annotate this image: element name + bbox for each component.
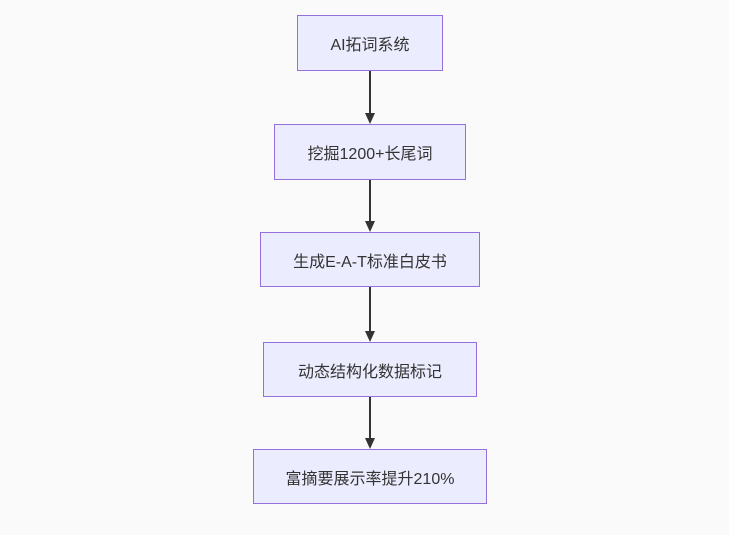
flowchart-node-rich-snippet-result: 富摘要展示率提升210%: [253, 449, 487, 504]
arrowhead-down-icon: [365, 221, 375, 232]
flowchart-arrow-1: [365, 71, 375, 124]
flowchart-node-longtail-mining: 挖掘1200+长尾词: [274, 124, 466, 180]
flowchart-node-ai-expansion: AI拓词系统: [297, 15, 443, 71]
node-label: 动态结构化数据标记: [297, 363, 442, 381]
node-label: 富摘要展示率提升210%: [285, 470, 455, 488]
flowchart-arrow-4: [365, 397, 375, 449]
arrow-line: [369, 180, 371, 221]
arrowhead-down-icon: [365, 331, 375, 342]
node-label: AI拓词系统: [330, 37, 410, 54]
arrowhead-down-icon: [365, 438, 375, 449]
node-label: 挖掘1200+长尾词: [307, 146, 433, 163]
flowchart-arrow-2: [365, 180, 375, 232]
flowchart-node-eat-whitepaper: 生成E-A-T标准白皮书: [260, 232, 480, 287]
arrowhead-down-icon: [365, 113, 375, 124]
arrow-line: [369, 287, 371, 331]
flowchart-arrow-3: [365, 287, 375, 342]
arrow-line: [369, 397, 371, 438]
flowchart-node-structured-data: 动态结构化数据标记: [263, 342, 477, 397]
node-label: 生成E-A-T标准白皮书: [293, 253, 447, 271]
arrow-line: [369, 71, 371, 113]
